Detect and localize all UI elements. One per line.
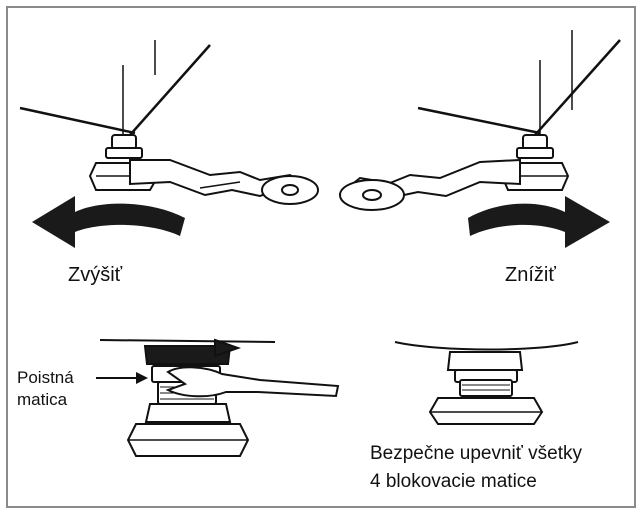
lock-nut-pointer-head xyxy=(136,372,148,384)
raise-illustration xyxy=(19,40,319,205)
raise-label: Zvýšiť xyxy=(68,264,123,286)
lock-nut-label-line2: matica xyxy=(17,390,68,409)
secure-nuts-instruction: Bezpečne upevniť všetky 4 blokovacie mat… xyxy=(370,440,582,496)
curved-arrow-left-icon xyxy=(32,196,185,248)
diagram-border xyxy=(6,6,636,508)
curved-arrow-right-icon xyxy=(468,196,610,248)
lock-nut-illustration xyxy=(99,338,276,457)
secure-instruction-line1: Bezpečne upevniť všetky xyxy=(370,443,583,464)
lock-nut-label: Poistná matica xyxy=(17,367,74,411)
wrench-icon xyxy=(165,366,340,398)
lower-label: Znížiť xyxy=(505,264,556,286)
lock-nut-label-line1: Poistná xyxy=(17,368,74,387)
lower-illustration xyxy=(339,30,621,211)
hex-nut-icon xyxy=(394,341,579,425)
secure-instruction-line2: 4 blokovacie matice xyxy=(370,471,537,492)
